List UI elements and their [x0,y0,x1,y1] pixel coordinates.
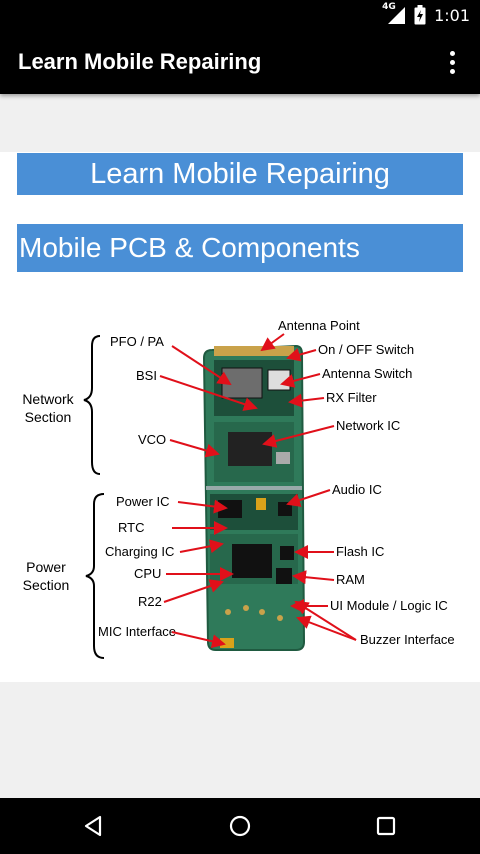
pcb-board [202,344,306,651]
status-bar: 4G 1:01 [0,0,480,30]
nav-bar [0,798,480,854]
content-area: Learn Mobile Repairing Mobile PCB & Comp… [0,152,480,682]
diagram-label-pfo-pa: PFO / PA [110,334,164,349]
battery-icon [414,5,426,25]
diagram-label-bsi: BSI [136,368,157,383]
diagram-arrows [159,333,357,649]
diagram-label-antenna-switch: Antenna Switch [322,366,412,381]
recents-icon[interactable] [366,806,406,846]
home-icon[interactable] [220,806,260,846]
diagram-label-ui-module: UI Module / Logic IC [330,598,448,613]
diagram-label-vco: VCO [138,432,166,447]
diagram-label-network-ic: Network IC [336,418,400,433]
diagram-label-rx-filter: RX Filter [326,390,377,405]
diagram-label-flash-ic: Flash IC [336,544,384,559]
diagram-label-charging-ic: Charging IC [105,544,174,559]
diagram-label-cpu: CPU [134,566,161,581]
status-icons: 4G 1:01 [382,0,470,30]
diagram-label-antenna-point: Antenna Point [278,318,360,333]
back-icon[interactable] [74,806,114,846]
status-time: 1:01 [434,5,470,25]
app-title: Learn Mobile Repairing [18,49,262,74]
network-type-label: 4G [382,2,396,12]
signal-icon: 4G [382,2,406,25]
diagram-label-rtc: RTC [118,520,144,535]
diagram-label-ram: RAM [336,572,365,587]
power-section-brace [85,493,105,659]
app-bar: Learn Mobile Repairing [0,30,480,94]
more-vert-icon[interactable] [436,46,468,78]
diagram-label-buzzer-interface: Buzzer Interface [360,632,455,647]
diagram-label-mic-interface: MIC Interface [98,624,176,639]
diagram-label-on-off-switch: On / OFF Switch [318,342,414,357]
network-section-brace [83,335,101,475]
diagram-label-power-ic: Power IC [116,494,169,509]
diagram-label-r22: R22 [138,594,162,609]
banner-title: Learn Mobile Repairing [17,153,463,195]
section-title: Mobile PCB & Components [17,224,463,272]
diagram-label-audio-ic: Audio IC [332,482,382,497]
